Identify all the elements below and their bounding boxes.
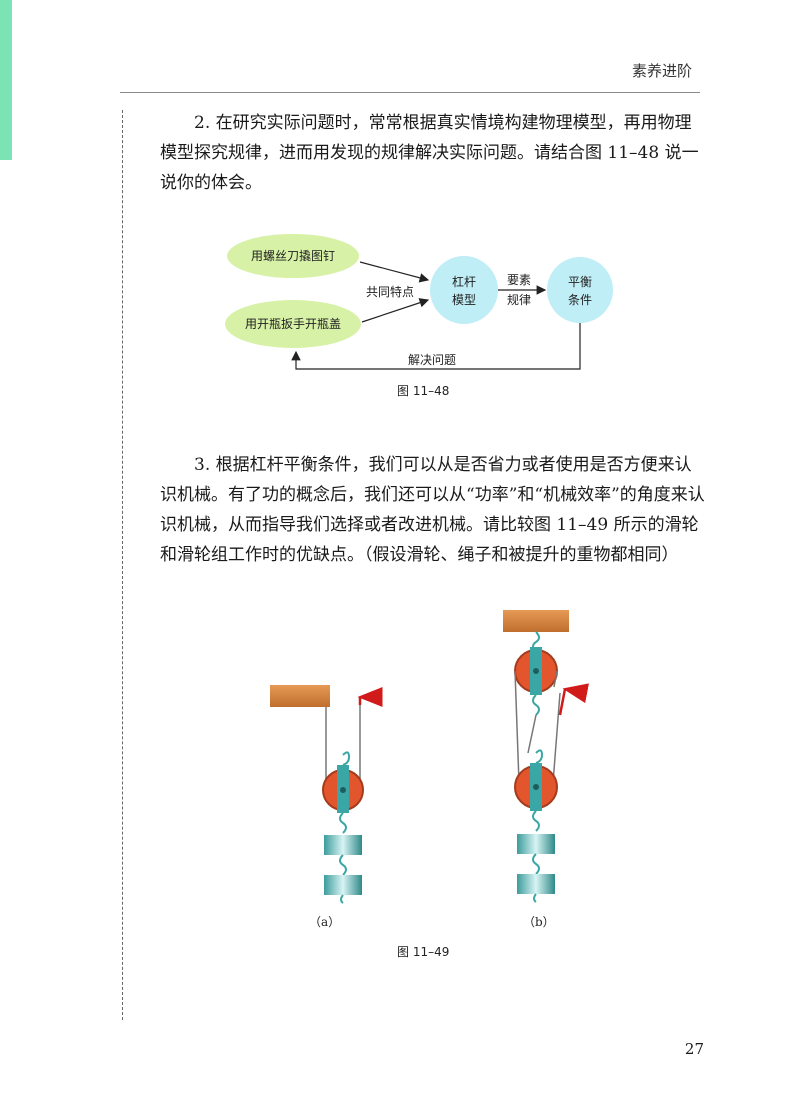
rope-b-3 [527,714,537,754]
label-elements-1: 要素 [507,273,531,287]
figure-11-49-pulleys [270,610,589,904]
pulley-a-setup [270,685,383,904]
wood-beam-b [503,610,569,632]
section-title: 素养进阶 [631,62,692,80]
node-bottle-opener-text: 用开瓶扳手开瓶盖 [245,317,341,331]
arrow-opener-to-lever [361,298,430,323]
label-solve-problem: 解决问题 [408,353,456,367]
hook-a-bottom [339,812,347,834]
arrow-feedback-loop [291,323,581,370]
page-number: 27 [684,1040,704,1058]
hook-b-bottom [532,810,540,832]
figure-11-49-label-a: （a） [309,915,341,929]
node-lever-circle [430,256,498,324]
wood-beam-a [270,685,330,707]
weight-a-2 [324,875,362,895]
node-screwdriver-ellipse [227,234,359,278]
hook-a-end [340,894,344,904]
node-bottle-opener-ellipse [225,300,361,348]
hook-b-fixed-bottom [532,694,540,716]
weight-b-2 [517,874,555,894]
figure-11-48-flowchart: 用螺丝刀撬图钉 用开瓶扳手开瓶盖 共同特点 杠杆 模型 要素 规律 平衡 条件 … [225,234,613,370]
chapter-color-tab [0,0,12,160]
hook-b-movable-top [535,749,544,764]
pull-arrow-b [558,683,589,716]
hook-b-middle [532,853,540,875]
node-screwdriver-text: 用螺丝刀撬图钉 [251,249,335,263]
node-balance-text-2: 条件 [568,293,592,307]
label-common-features: 共同特点 [366,284,414,299]
pulley-axle-a [340,787,346,793]
question-3-text: 3. 根据杠杆平衡条件，我们可以从是否省力或者使用是否方便来认识机械。有了功的概… [160,455,705,565]
node-lever-text-1: 杠杆 [452,274,476,289]
hook-a-top [342,751,351,766]
label-elements-2: 规律 [507,292,531,307]
node-balance-circle [547,257,613,323]
node-balance-text-1: 平衡 [568,275,592,289]
figure-11-48-caption: 图 11–48 [397,384,450,398]
figure-11-49-label-b: （b） [523,915,555,929]
node-lever-text-2: 模型 [452,293,476,307]
rope-b-4 [552,692,561,784]
margin-dashed-line [122,110,123,1020]
hook-a-middle [339,854,347,876]
movable-pulley-axle-b [533,784,539,790]
header-divider [120,92,700,93]
figure-11-49-caption: 图 11–49 [397,945,450,959]
weight-a-1 [324,835,362,855]
hook-b-end [533,893,537,903]
question-2-text: 2. 在研究实际问题时，常常根据真实情境构建物理模型，再用物理模型探究规律，进而… [160,113,699,193]
rope-b-2 [553,670,558,688]
arrow-screwdriver-to-lever [359,261,430,283]
fixed-pulley-axle-b [533,668,539,674]
pulley-b-setup [503,610,589,903]
weight-b-1 [517,834,555,854]
rope-b-1 [514,670,520,784]
